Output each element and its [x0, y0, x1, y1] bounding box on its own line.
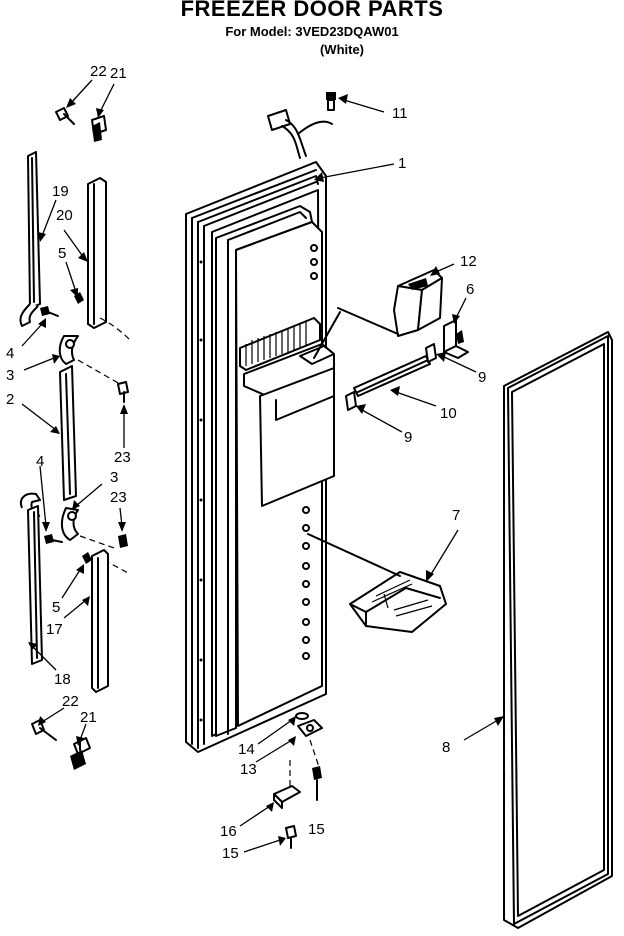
- callout-21-top: 21: [110, 65, 127, 82]
- callout-11: 11: [392, 105, 408, 122]
- callout-labels: 22 21 11 1 19 20 5 12 6 4 3 9 2 10 9 23 …: [6, 63, 486, 862]
- hinge-3-upper: [58, 335, 79, 365]
- callout-15-right: 15: [308, 821, 325, 838]
- callout-6: 6: [466, 281, 474, 298]
- trim-strip-18: [20, 492, 43, 665]
- rail-10: [353, 355, 431, 397]
- frame-screw-dots: [199, 260, 203, 722]
- callout-13: 13: [240, 761, 257, 778]
- callout-17: 17: [46, 621, 63, 638]
- callout-20: 20: [56, 207, 73, 224]
- assembly-guide-line: [77, 359, 121, 385]
- assembly-guide-line: [99, 317, 131, 341]
- hinge-screw-22-top: [55, 107, 75, 125]
- callout-7: 7: [452, 507, 460, 524]
- leader-line: [313, 311, 341, 359]
- bracket-6: [443, 319, 469, 359]
- callout-8: 8: [442, 739, 450, 756]
- callout-23-lower: 23: [110, 489, 127, 506]
- screw-11: [326, 92, 336, 111]
- handle-post-17: [82, 549, 109, 693]
- screw-23-lower: [118, 534, 128, 548]
- callout-4-lower: 4: [36, 453, 44, 470]
- wire-harness: [267, 109, 333, 159]
- callout-5-upper: 5: [58, 245, 66, 262]
- screw-4-lower: [44, 534, 63, 544]
- ice-chute-12: [393, 269, 443, 337]
- screw-23-upper: [117, 381, 129, 403]
- callout-5-lower: 5: [52, 599, 60, 616]
- leader-line: [307, 533, 401, 577]
- color-variant: (White): [319, 42, 365, 57]
- leader-line: [337, 307, 399, 335]
- assembly-guide-line: [309, 739, 321, 771]
- callout-22-bottom: 22: [62, 693, 79, 710]
- callout-14: 14: [238, 741, 255, 758]
- hinge-3-lower: [60, 507, 79, 541]
- callout-2: 2: [6, 391, 14, 408]
- callout-16: 16: [220, 823, 237, 840]
- screw-15-right: [312, 766, 322, 801]
- clip-9-upper: [425, 343, 437, 363]
- callout-3-upper: 3: [6, 367, 14, 384]
- assembly-guide-line: [79, 535, 115, 549]
- callout-22-top: 22: [90, 63, 107, 80]
- callout-15-left: 15: [222, 845, 239, 862]
- screw-4-upper: [40, 306, 59, 317]
- hinge-13: [297, 719, 323, 737]
- trim-strip-2: [59, 365, 77, 501]
- callout-4-upper: 4: [6, 345, 14, 362]
- callout-1: 1: [398, 155, 406, 172]
- callout-23-upper: 23: [114, 449, 131, 466]
- callout-12: 12: [460, 253, 477, 270]
- callout-21-bottom: 21: [80, 709, 97, 726]
- hinge-bracket-21-top: [91, 115, 107, 142]
- handle-trim-19: [19, 151, 41, 327]
- door-gasket-8: [503, 331, 613, 929]
- ice-tray-7: [349, 571, 447, 633]
- handle-post-20: [87, 177, 107, 329]
- ice-chute-grill: [239, 317, 321, 371]
- door-mount-holes: [302, 244, 318, 660]
- callout-18: 18: [54, 671, 71, 688]
- clip-9-lower: [345, 391, 357, 411]
- callout-3-lower: 3: [110, 469, 118, 486]
- callout-10: 10: [440, 405, 457, 422]
- callout-9-upper: 9: [478, 369, 486, 386]
- bracket-16: [273, 785, 301, 809]
- callout-19: 19: [52, 183, 69, 200]
- callout-9-lower: 9: [404, 429, 412, 446]
- callout-leaders: [21, 79, 504, 853]
- model-number: For Model: 3VED23DQAW01: [225, 24, 399, 39]
- freezer-door-assembly: [185, 161, 335, 753]
- page-title: FREEZER DOOR PARTS: [180, 0, 444, 21]
- screw-15-left: [285, 825, 297, 849]
- washer-14: [295, 712, 309, 720]
